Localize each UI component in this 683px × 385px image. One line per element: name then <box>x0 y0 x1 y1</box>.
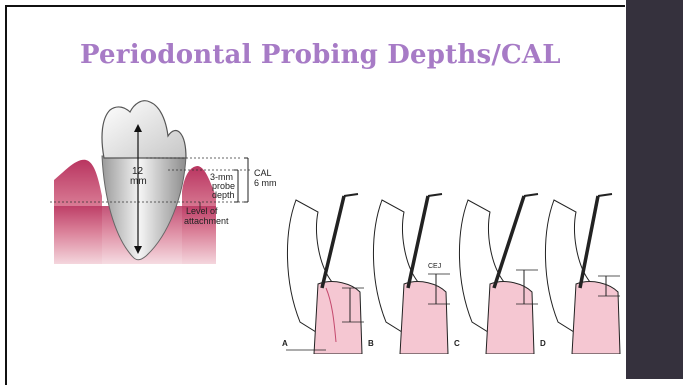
probe-panels-diagram: CEJ A B C D <box>278 192 628 354</box>
crown-length-unit: mm <box>130 176 147 187</box>
tooth-crown <box>102 101 186 158</box>
panel-label-a: A <box>282 339 288 348</box>
probe-panel-b <box>373 194 450 354</box>
attachment-label-2: attachment <box>184 216 229 226</box>
cal-value: 6 mm <box>254 178 277 188</box>
panel-label-c: C <box>454 339 460 348</box>
slide-sidebar <box>626 0 683 379</box>
cej-label: CEJ <box>428 263 441 270</box>
slide-title: Periodontal Probing Depths/CAL <box>80 40 620 70</box>
probe-panel-d <box>545 194 620 354</box>
panel-label-b: B <box>368 339 374 348</box>
probe-panel-c <box>459 194 538 354</box>
probe-panel-a <box>286 194 364 354</box>
probe-depth-label-3: depth <box>212 190 235 200</box>
attachment-label-1: Level of <box>186 206 218 216</box>
tooth-cal-diagram: 12 mm 3-mm probe depth CAL 6 mm Level of… <box>50 96 288 264</box>
panel-label-d: D <box>540 339 546 348</box>
cal-label: CAL <box>254 168 272 178</box>
